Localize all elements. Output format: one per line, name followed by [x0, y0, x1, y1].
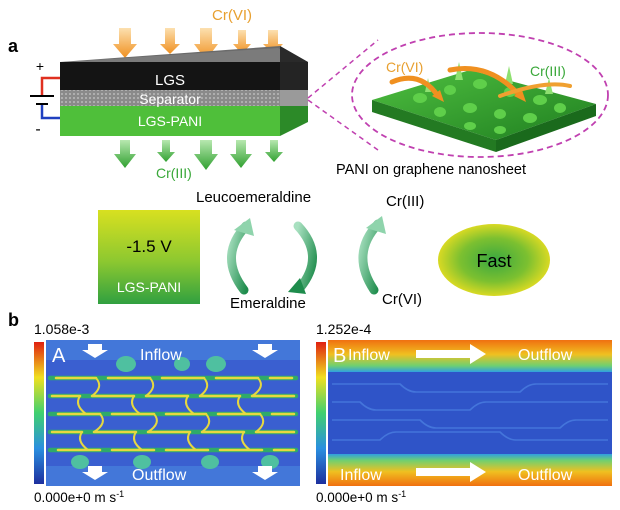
leucoemeraldine-label: Leucoemeraldine: [196, 189, 311, 206]
circuit-wires: [30, 76, 60, 120]
flow-arrows-b: [416, 344, 486, 482]
panel-b-a-min: 0.000e+0 m s-1: [34, 489, 124, 505]
green-arrows: [114, 140, 283, 170]
cycle-crvi-label: Cr(VI): [382, 291, 422, 308]
inset-caption: PANI on graphene nanosheet: [336, 162, 526, 178]
orange-arrow-icon: [113, 28, 137, 58]
lgs-layer-label: LGS: [155, 72, 185, 89]
flow-arrows-a: [82, 344, 278, 480]
top-crvi-label: Cr(VI): [212, 7, 252, 24]
green-arrow-icon: [114, 140, 136, 168]
green-arrow-icon: [157, 140, 175, 162]
panel-b-b-min: 0.000e+0 m s-1: [316, 489, 406, 505]
panel-a-label: a: [8, 36, 19, 56]
lgs-pani-layer-label: LGS-PANI: [138, 113, 202, 129]
voltage-box-label: LGS-PANI: [117, 279, 181, 295]
minus-sign: -: [35, 121, 40, 138]
panel-b-a-field: [46, 340, 300, 486]
zoom-callout: [307, 32, 609, 158]
panel-b-b-inflow-bottom: Inflow: [340, 467, 382, 484]
panel-b-b-max: 1.252e-4: [316, 321, 371, 337]
electrode-stack: [60, 46, 308, 136]
panel-b-b-field: [328, 340, 612, 486]
redox-cycle-arrows: [227, 216, 386, 295]
cycle-criii-label: Cr(III): [386, 193, 424, 210]
panel-b-b-inflow-top: Inflow: [348, 347, 390, 364]
panel-b-a-inflow: Inflow: [140, 347, 182, 364]
fast-label: Fast: [476, 251, 511, 271]
panel-b-a-outflow: Outflow: [132, 467, 187, 484]
green-arrow-icon: [230, 140, 252, 168]
panel-b-label: b: [8, 310, 19, 330]
panel-b-b-outflow-bottom: Outflow: [518, 467, 573, 484]
voltage-value: -1.5 V: [126, 237, 172, 256]
inset-crvi-label: Cr(VI): [386, 59, 423, 75]
green-arrow-icon: [194, 140, 218, 170]
panel-b-b-letter: B: [333, 345, 346, 367]
separator-layer-label: Separator: [139, 91, 201, 107]
panel-b-a-letter: A: [52, 345, 66, 367]
plus-sign: +: [36, 58, 44, 74]
inset-criii-label: Cr(III): [530, 63, 566, 79]
pani-nanosheet-illustration: [372, 62, 596, 152]
panel-b-a-max: 1.058e-3: [34, 321, 89, 337]
panel-b-b-outflow-top: Outflow: [518, 347, 573, 364]
fast-ellipse: [438, 224, 550, 296]
bottom-criii-label: Cr(III): [156, 165, 192, 181]
orange-arrow-icon: [160, 28, 180, 54]
panel-b-a-colorbar: [34, 342, 44, 484]
voltage-box: [98, 210, 200, 304]
green-arrow-icon: [265, 140, 283, 162]
panel-b-b-colorbar: [316, 342, 326, 484]
emeraldine-label: Emeraldine: [230, 295, 306, 312]
orange-arrow-icon: [233, 30, 251, 54]
